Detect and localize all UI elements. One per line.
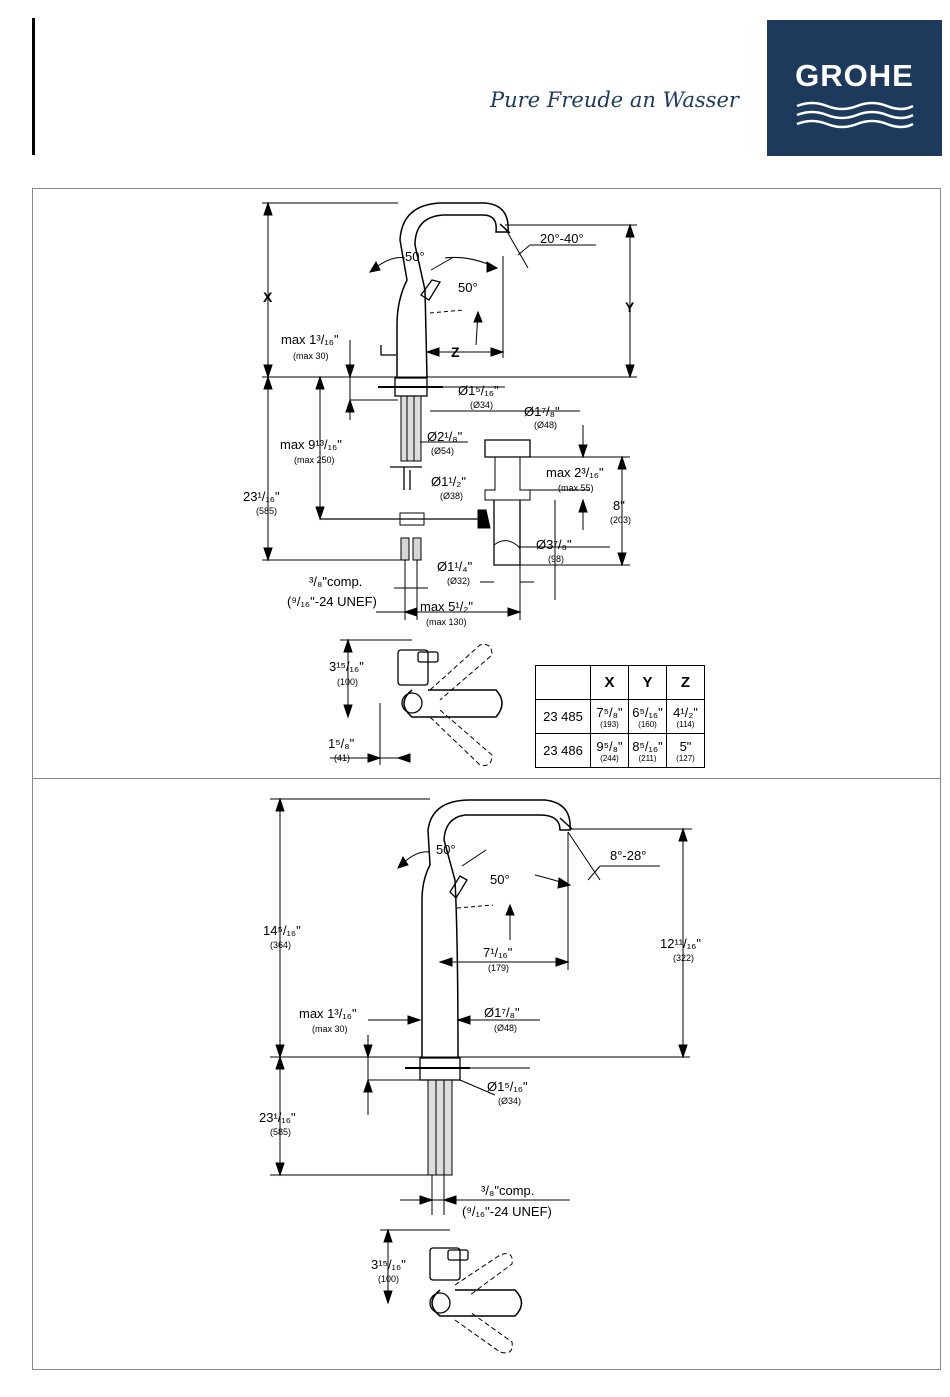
grohe-logo: GROHE	[767, 20, 942, 156]
plan-offset-mm: (41)	[334, 753, 351, 763]
model-number: 23 485	[535, 699, 591, 734]
lever-angle-label: 50°	[458, 280, 478, 295]
table-row: 23 485 7⁵/₈"(193) 6⁵/₁₆"(160) 4¹/₂"(114)	[535, 699, 705, 734]
outlet-height-mm: (322)	[673, 953, 695, 963]
drawing-frame	[32, 188, 941, 1370]
hole-dia-label: Ø1⁵/₁₆"	[458, 383, 499, 398]
rod-length-mm: (max 250)	[294, 455, 335, 465]
table-cell: 9⁵/₈"(244)	[590, 733, 629, 768]
dimension-y-label: Y	[625, 299, 635, 315]
dimension-z-label: Z	[451, 344, 460, 360]
dimension-table: X Y Z 23 485 7⁵/₈"(193) 6⁵/₁₆"(160) 4¹/₂…	[535, 665, 705, 768]
spout-tilt-label: 20°-40°	[540, 231, 584, 246]
table-cell: 8⁵/₁₆"(211)	[628, 733, 667, 768]
hose-length-mm: (585)	[270, 1127, 292, 1137]
trap-height-mm: (203)	[610, 515, 632, 525]
base-dia-mm: (Ø48)	[494, 1023, 518, 1033]
thread-label: (⁹/₁₆"-24 UNEF)	[462, 1204, 552, 1219]
flange-dia-mm: (Ø54)	[431, 446, 455, 456]
deck-thickness-label: max 1³/₁₆"	[299, 1006, 357, 1021]
brand-slogan: Pure Freude an Wasser	[490, 88, 739, 112]
max-width-label: max 5¹/₂"	[420, 599, 474, 614]
table-cell: 4¹/₂"(114)	[666, 699, 705, 734]
base-dia-label: Ø1⁷/₈"	[524, 404, 560, 419]
section-divider	[32, 778, 941, 779]
plan-depth-label: 3¹⁵/₁₆"	[329, 659, 364, 674]
water-waves-icon	[796, 101, 914, 129]
waste-dia-mm: (Ø38)	[440, 491, 464, 501]
hose-length-label: 23¹/₁₆"	[259, 1110, 296, 1125]
table-cell: 6⁵/₁₆"(160)	[628, 699, 667, 734]
hole-dia-label: Ø1⁵/₁₆"	[487, 1079, 528, 1094]
connection-label: ³/₈"comp.	[481, 1183, 535, 1198]
deck-thickness-mm: (max 30)	[293, 351, 329, 361]
plan-depth-label: 3¹⁵/₁₆"	[371, 1257, 406, 1272]
rod-length-label: max 9¹³/₁₆"	[280, 437, 342, 452]
model-number: 23 486	[535, 733, 591, 768]
plan-offset-label: 1⁵/₈"	[328, 736, 355, 751]
max-width-mm: (max 130)	[426, 617, 467, 627]
thread-label: (⁹/₁₆"-24 UNEF)	[287, 594, 377, 609]
hole-dia-mm: (Ø34)	[498, 1096, 522, 1106]
table-cell: 5"(127)	[666, 733, 705, 768]
spout-angle-label: 50°	[405, 249, 425, 264]
waste-max-mm: (max 55)	[558, 483, 594, 493]
spout-tilt-label: 8°-28°	[610, 848, 647, 863]
tail-dia-label: Ø3⁷/₈"	[536, 537, 572, 552]
table-header-cell	[535, 665, 591, 700]
tail-dia-mm: (98)	[548, 554, 565, 564]
table-header-cell: Y	[628, 665, 667, 700]
height-mm: (364)	[270, 940, 292, 950]
table-row: 23 486 9⁵/₈"(244) 8⁵/₁₆"(211) 5"(127)	[535, 733, 705, 768]
plan-depth-mm: (100)	[378, 1274, 400, 1284]
deck-thickness-mm: (max 30)	[312, 1024, 348, 1034]
waste-max-label: max 2³/₁₆"	[546, 465, 604, 480]
base-dia-mm: (Ø48)	[534, 420, 558, 430]
lever-angle-label: 50°	[490, 872, 510, 887]
connection-label: ³/₈"comp.	[309, 574, 363, 589]
table-header-cell: X	[590, 665, 629, 700]
table-cell: 7⁵/₈"(193)	[590, 699, 629, 734]
reach-mm: (179)	[488, 963, 510, 973]
table-header-cell: Z	[666, 665, 705, 700]
waste-dia-label: Ø1¹/₂"	[431, 474, 466, 489]
hole-dia-mm: (Ø34)	[470, 400, 494, 410]
plan-depth-mm: (100)	[337, 677, 359, 687]
base-dia-label: Ø1⁷/₈"	[484, 1005, 520, 1020]
flange-dia-label: Ø2¹/₈"	[427, 429, 463, 444]
header-rule	[32, 18, 35, 155]
outlet-height-label: 12¹¹/₁₆"	[660, 936, 701, 951]
total-length-label: 23¹/₁₆"	[243, 489, 280, 504]
tail-pipe-label: Ø1¹/₄"	[437, 559, 473, 574]
dimension-x-label: X	[263, 289, 273, 305]
tail-pipe-mm: (Ø32)	[447, 576, 471, 586]
table-header-row: X Y Z	[535, 665, 705, 700]
spout-angle-label: 50°	[436, 842, 456, 857]
trap-height-label: 8"	[613, 498, 625, 513]
deck-thickness-label: max 1³/₁₆"	[281, 332, 339, 347]
total-length-mm: (585)	[256, 506, 278, 516]
reach-label: 7¹/₁₆"	[483, 945, 513, 960]
brand-name: GROHE	[795, 58, 914, 93]
height-label: 14⁵/₁₆"	[263, 923, 301, 938]
